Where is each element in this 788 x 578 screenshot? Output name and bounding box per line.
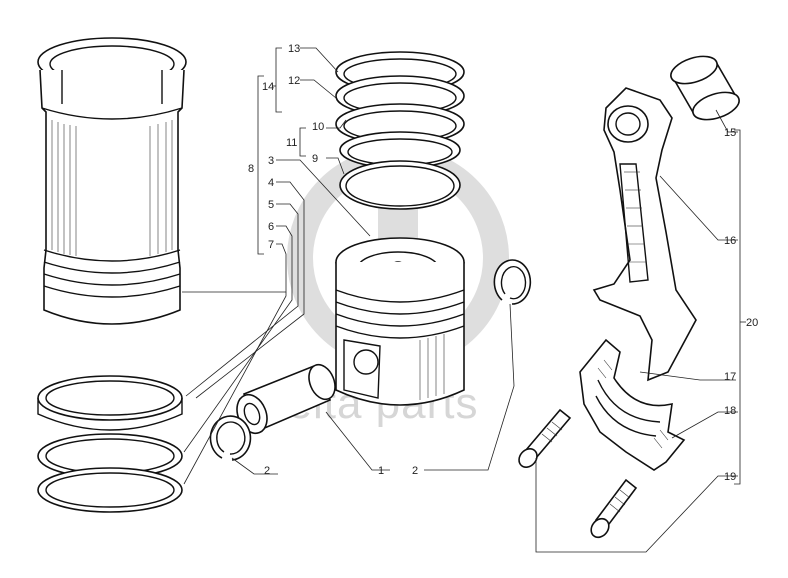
label-3: 3 [268,155,274,167]
label-17: 17 [724,371,736,383]
label-4: 4 [268,177,274,189]
rod-cap [579,338,686,471]
connecting-rod-bush [670,55,740,121]
label-8: 8 [248,163,254,175]
label-11: 11 [286,137,297,149]
cylinder-liner [37,37,187,325]
rod-bolt-lower [590,478,638,539]
piston [335,237,465,406]
label-19: 19 [724,471,736,483]
label-14: 14 [262,81,274,93]
label-2-right: 2 [412,465,418,477]
piston-rings [335,51,465,210]
label-15: 15 [724,127,736,139]
label-9: 9 [312,153,318,165]
label-6: 6 [268,221,274,233]
label-7: 7 [268,239,274,251]
label-18: 18 [724,405,736,417]
liner-seal-rings [37,375,183,513]
label-12: 12 [288,75,300,87]
leader-lines [182,47,746,553]
label-20: 20 [746,317,758,329]
circlip-left [209,415,252,461]
label-2-left: 2 [264,465,270,477]
circlip-right [493,259,532,305]
label-16: 16 [724,235,736,247]
rod-bolt-upper [518,408,572,468]
label-1: 1 [378,465,384,477]
connecting-rod [592,87,697,382]
label-10: 10 [312,121,324,133]
label-13: 13 [288,43,300,55]
label-5: 5 [268,199,274,211]
